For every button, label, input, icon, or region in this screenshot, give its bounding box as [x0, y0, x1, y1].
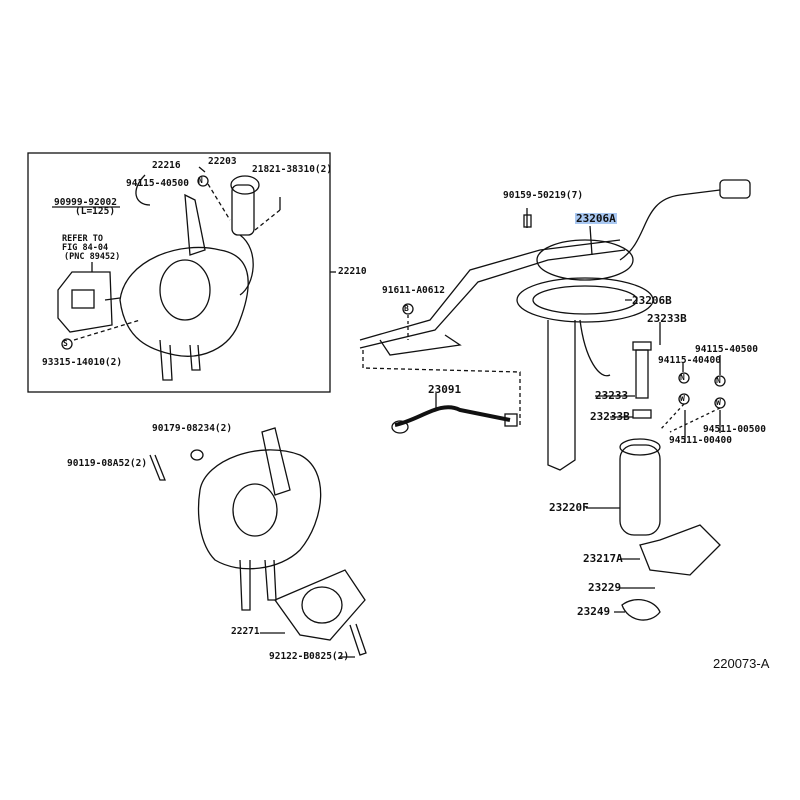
label-90179-08234: 90179-08234(2)	[152, 423, 233, 434]
refer-note-2: FIG 84-04	[62, 243, 109, 253]
n-symbol-right-1: N	[680, 373, 685, 382]
fuel-pump-assembly	[359, 179, 751, 621]
throttle-body-lower	[149, 427, 322, 611]
label-23229: 23229	[588, 581, 622, 594]
b-symbol: B	[404, 304, 409, 313]
label-23233: 23233	[595, 389, 629, 402]
label-93315-14010: 93315-14010(2)	[42, 357, 123, 368]
label-23233B-bottom: 23233B	[590, 410, 630, 423]
label-94511-00400: 94511-00400	[669, 435, 732, 446]
label-23217A: 23217A	[583, 552, 623, 565]
label-90119-08A52: 90119-08A52(2)	[67, 458, 148, 469]
label-22203: 22203	[208, 156, 237, 167]
label-90159-50219: 90159-50219(7)	[503, 190, 584, 201]
figure-number: 220073-A	[713, 656, 770, 671]
label-22216: 22216	[152, 160, 181, 171]
label-94115-40400: 94115-40400	[658, 355, 721, 366]
w-symbol-right-2: W	[716, 398, 721, 407]
label-91611-A0612: 91611-A0612	[382, 285, 445, 296]
gasket	[274, 569, 367, 656]
label-23206B: 23206B	[632, 294, 672, 307]
label-22271: 22271	[231, 626, 260, 637]
label-92122-B0825: 92122-B0825(2)	[269, 651, 350, 662]
refer-note-3: (PNC 89452)	[64, 252, 121, 262]
label-94115-40500-left: 94115-40500	[126, 178, 189, 189]
throttle-body-upper	[104, 174, 260, 381]
label-90999-92002: 90999-92002	[54, 197, 117, 208]
n-symbol-right-2: N	[716, 376, 721, 385]
refer-note-1: REFER TO	[62, 234, 103, 244]
n-symbol-circle	[197, 175, 209, 187]
label-hose-length: (L=125)	[75, 206, 116, 217]
label-22210: 22210	[338, 266, 367, 277]
label-23091: 23091	[428, 383, 462, 396]
label-23220F: 23220F	[549, 501, 589, 514]
label-23249: 23249	[577, 605, 611, 618]
w-symbol-right-1: W	[680, 394, 685, 403]
s-symbol: S	[63, 339, 68, 348]
n-symbol: N	[198, 176, 203, 185]
label-94115-40500-right: 94115-40500	[695, 344, 758, 355]
label-23233B-top: 23233B	[647, 312, 687, 325]
label-23206A-highlighted[interactable]: 23206A	[575, 212, 617, 225]
s-symbol-circle	[61, 338, 73, 350]
ecu-module	[57, 262, 113, 333]
label-21821-38310: 21821-38310(2)	[252, 164, 333, 175]
label-94511-00500: 94511-00500	[703, 424, 766, 435]
